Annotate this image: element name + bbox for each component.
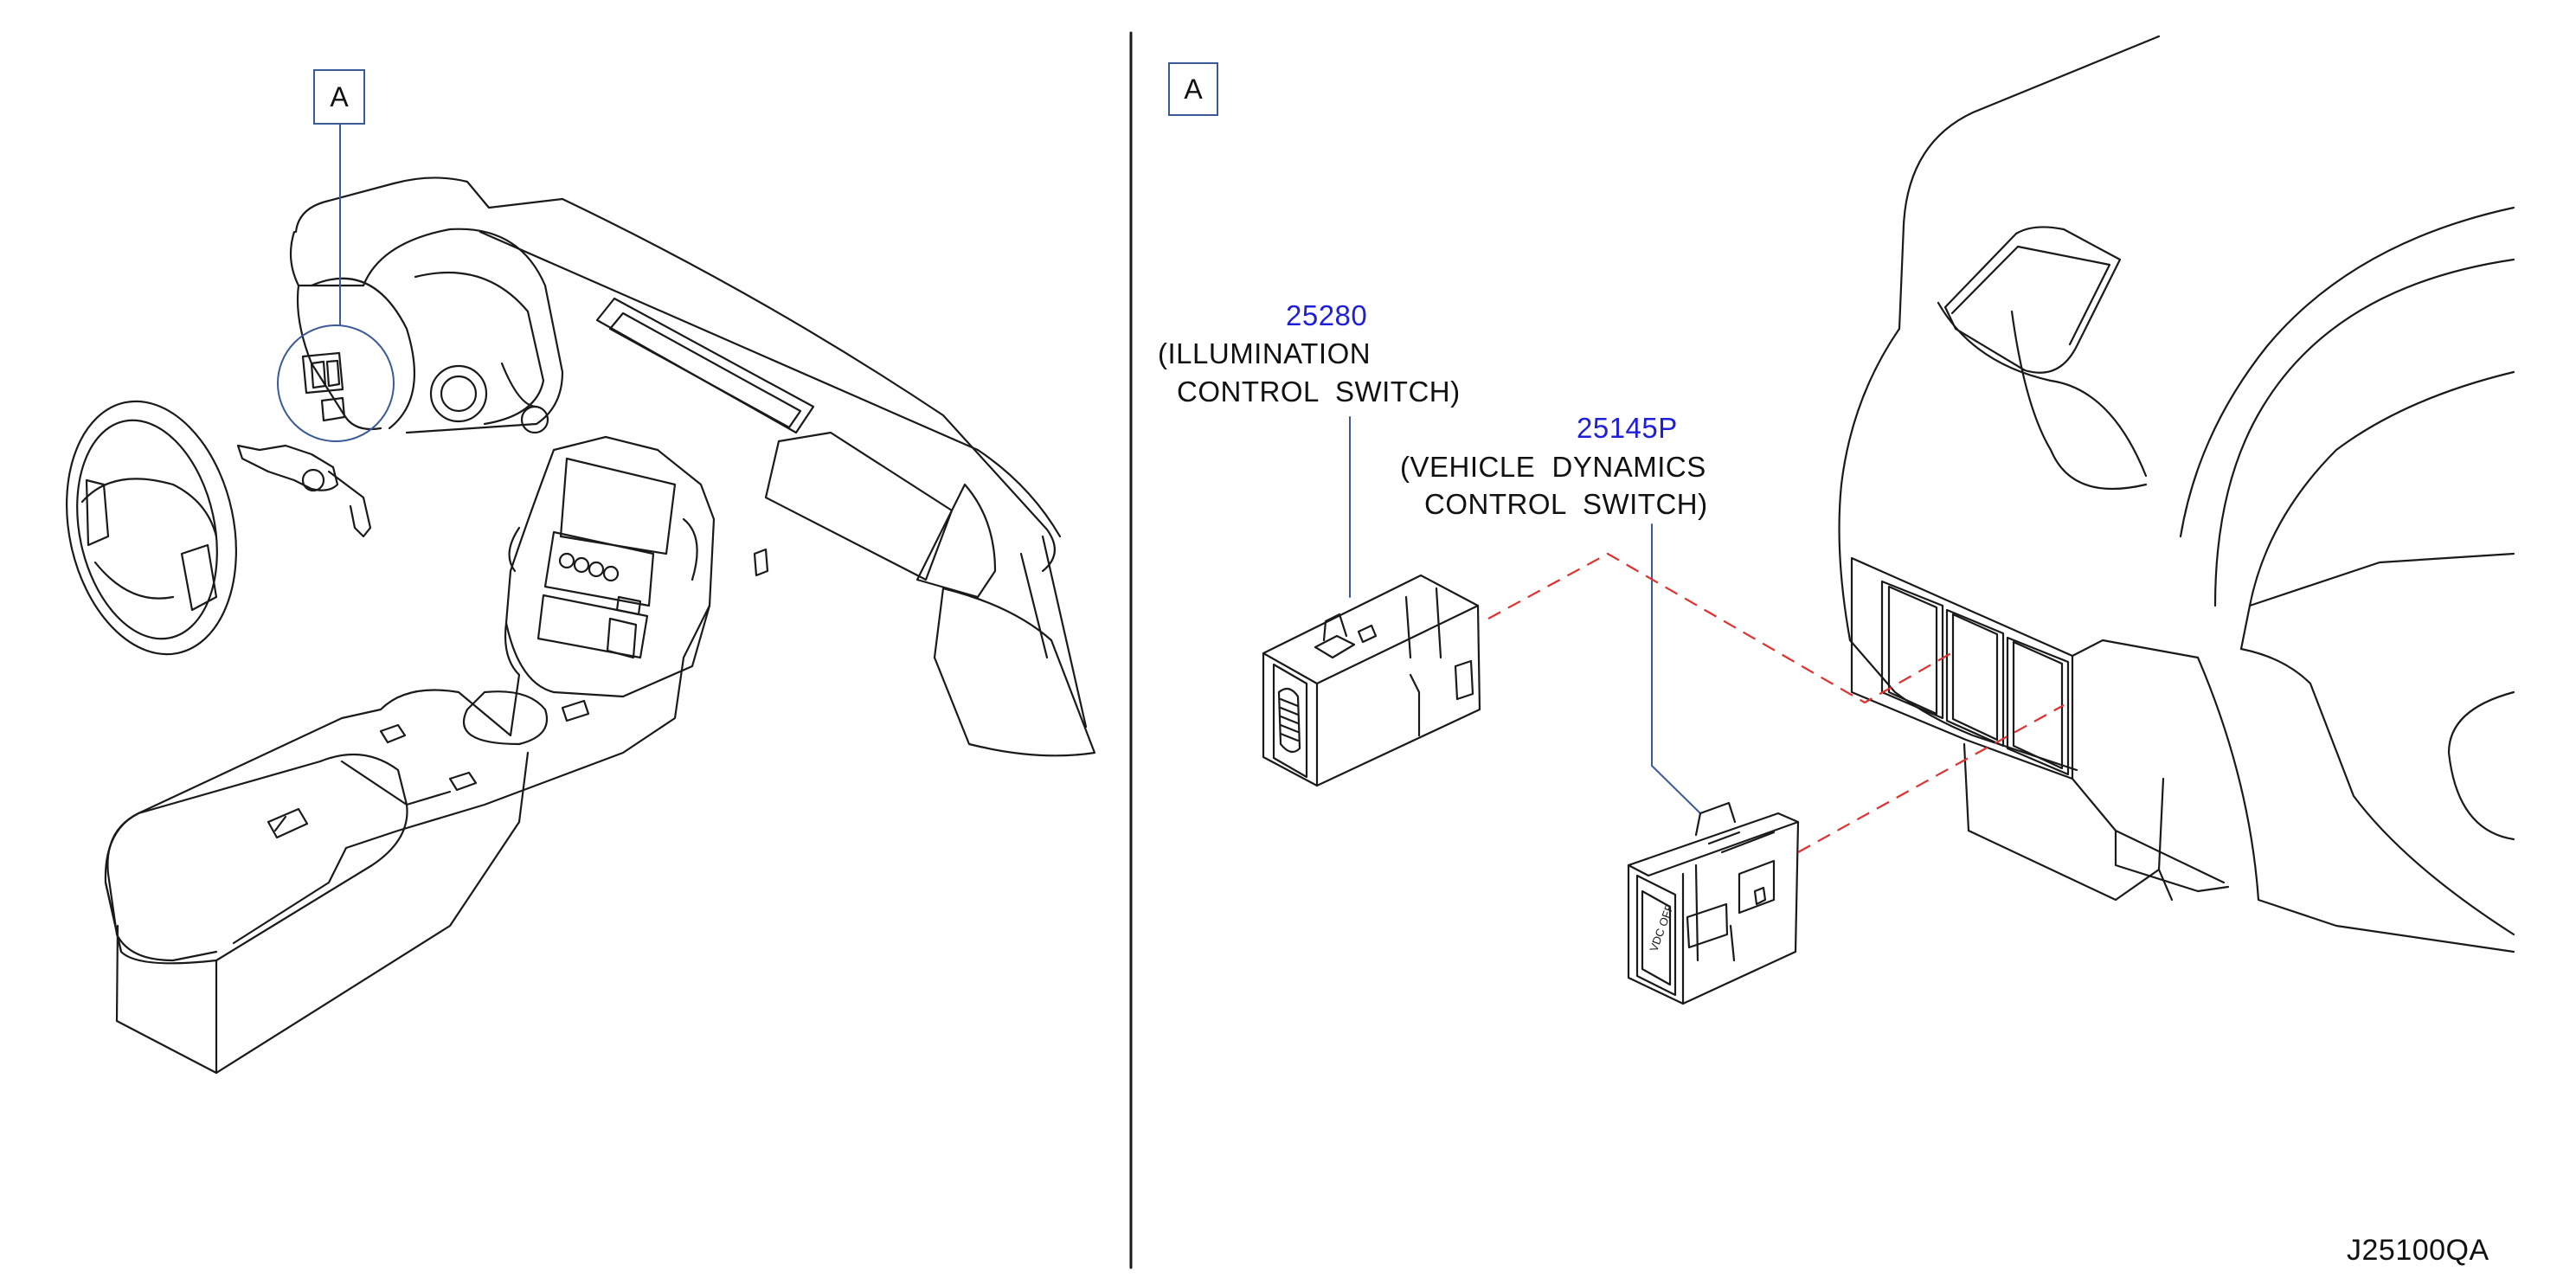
detail-a-marker-left: A bbox=[313, 69, 365, 125]
dashboard-overview-drawing bbox=[66, 177, 1096, 1075]
vdc-off-switch-drawing bbox=[1627, 801, 1800, 1005]
part-number-25145p[interactable]: 25145P bbox=[1577, 412, 1678, 444]
part-name-25145p-line1: (VEHICLE DYNAMICS bbox=[1400, 451, 1706, 483]
part-number-25280[interactable]: 25280 bbox=[1286, 299, 1368, 331]
vdc-switch-legend: VDC OFF bbox=[1647, 902, 1676, 953]
detail-a-circle bbox=[277, 324, 395, 442]
leader-25145p bbox=[1651, 523, 1701, 814]
diagram-code: J25100QA bbox=[2347, 1234, 2489, 1267]
part-name-25280-line1: (ILLUMINATION bbox=[1158, 337, 1372, 369]
detail-a-dashboard-drawing bbox=[1838, 35, 2515, 953]
part-name-25145p-line2: CONTROL SWITCH) bbox=[1424, 488, 1708, 520]
part-name-25280-line2: CONTROL SWITCH) bbox=[1177, 376, 1461, 408]
dashed-install-lines bbox=[1487, 552, 2065, 853]
illumination-control-switch-drawing bbox=[1262, 574, 1481, 787]
detail-a-marker-right: A bbox=[1168, 62, 1218, 116]
